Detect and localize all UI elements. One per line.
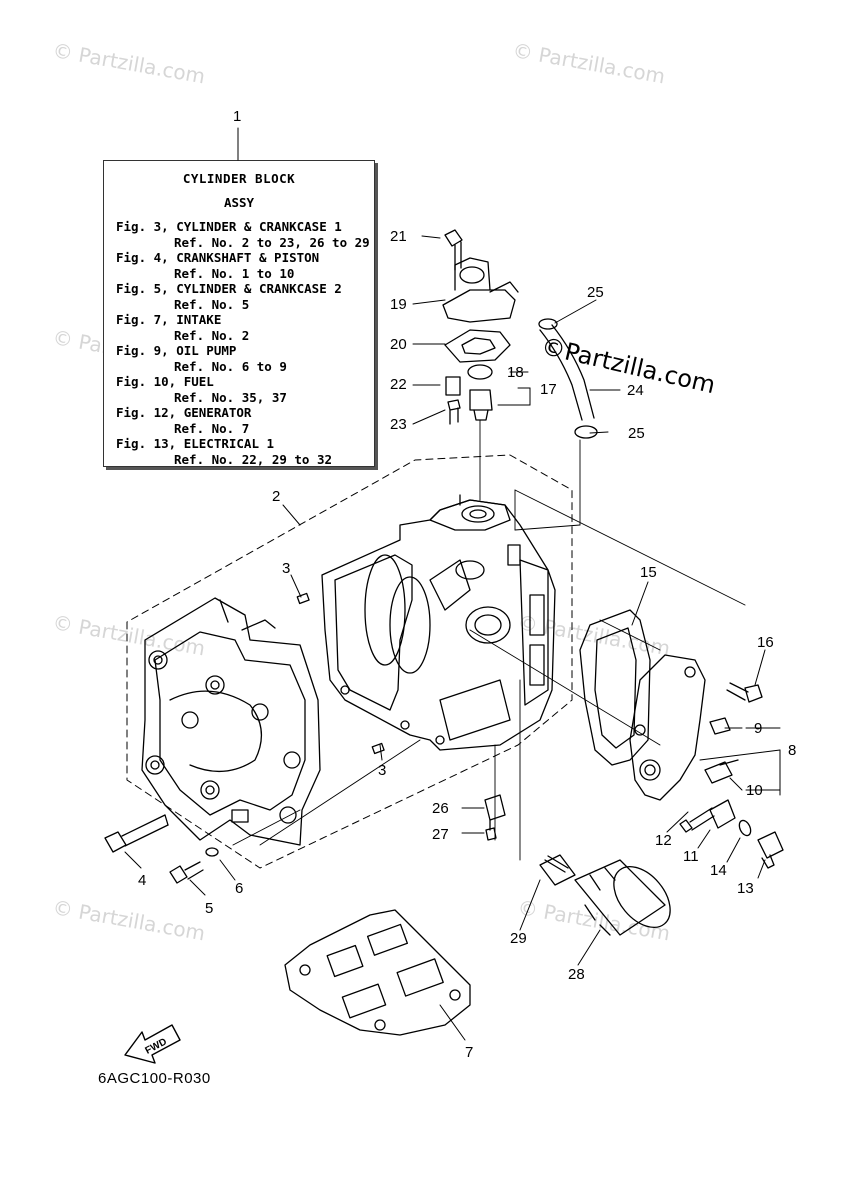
hose-24: [539, 324, 595, 421]
callout-3: 3: [378, 762, 387, 779]
callout-16: 16: [757, 634, 774, 651]
diagram-code: 6AGC100-R030: [98, 1070, 211, 1087]
assembly-dashed-outline: [126, 454, 573, 869]
gasket-7: [284, 909, 471, 1036]
callout-19: 19: [390, 296, 407, 313]
callout-17: 17: [540, 381, 557, 398]
o-ring-14: [738, 819, 752, 837]
callout-11: 11: [683, 848, 699, 865]
washer-6: [205, 847, 219, 857]
callout-24: 24: [627, 382, 644, 399]
callout-5: 5: [205, 900, 214, 917]
dowel-pin: [371, 742, 385, 755]
seal-18: [467, 364, 493, 380]
collar-11: [709, 799, 736, 829]
callout-15: 15: [640, 564, 657, 581]
screw-27: [485, 819, 497, 841]
callout-3: 3: [282, 560, 291, 577]
callout-4: 4: [138, 872, 147, 889]
plug-13: [757, 831, 784, 869]
callout-27: 27: [432, 826, 449, 843]
bolt-16: [726, 682, 763, 703]
oil-pump-part-10: [704, 759, 739, 784]
cylinder-block: [321, 494, 556, 751]
callout-25: 25: [587, 284, 604, 301]
callout-20: 20: [390, 336, 407, 353]
dowel-pin: [296, 592, 310, 605]
callout-14: 14: [710, 862, 727, 879]
anode-26: [484, 794, 506, 821]
callout-23: 23: [390, 416, 407, 433]
callout-21: 21: [390, 228, 407, 245]
oil-filter-28: [574, 859, 671, 936]
callout-26: 26: [432, 800, 449, 817]
bolt-21: [444, 229, 463, 271]
oil-pump-cover-8: [629, 654, 706, 801]
callout-8: 8: [788, 742, 797, 759]
fwd-arrow-icon: [124, 1024, 181, 1064]
bolt-4: [104, 814, 169, 853]
gasket-15: [579, 609, 651, 766]
gasket-20: [444, 329, 511, 363]
callout-9: 9: [754, 720, 763, 737]
callout-12: 12: [655, 832, 672, 849]
thermostat-cover-19: [442, 257, 519, 323]
bolt-23: [447, 399, 461, 425]
callout-13: 13: [737, 880, 754, 897]
bolt-12: [679, 807, 715, 833]
callout-10: 10: [746, 782, 763, 799]
callout-7: 7: [465, 1044, 474, 1061]
callout-6: 6: [235, 880, 244, 897]
clamp-25: [538, 318, 598, 439]
alignment-lines: [232, 419, 746, 861]
collar-22: [445, 376, 461, 396]
callout-25: 25: [628, 425, 645, 442]
leader-lines: [124, 127, 781, 1041]
oil-filter-union-29: [539, 854, 576, 886]
callout-1: 1: [233, 108, 242, 125]
callout-18: 18: [507, 364, 524, 381]
crankcase-half: [141, 597, 321, 846]
cylinder-block-assy-info-box: CYLINDER BLOCK ASSY Fig. 3, CYLINDER & C…: [103, 160, 375, 467]
thermostat-17: [469, 389, 493, 421]
callout-22: 22: [390, 376, 407, 393]
callout-29: 29: [510, 930, 527, 947]
callout-2: 2: [272, 488, 281, 505]
callout-28: 28: [568, 966, 585, 983]
bolt-5: [169, 861, 204, 884]
info-box-header: CYLINDER BLOCK: [182, 171, 296, 186]
oil-pump-part-9: [709, 717, 731, 735]
info-box-subheader: ASSY: [223, 195, 255, 210]
